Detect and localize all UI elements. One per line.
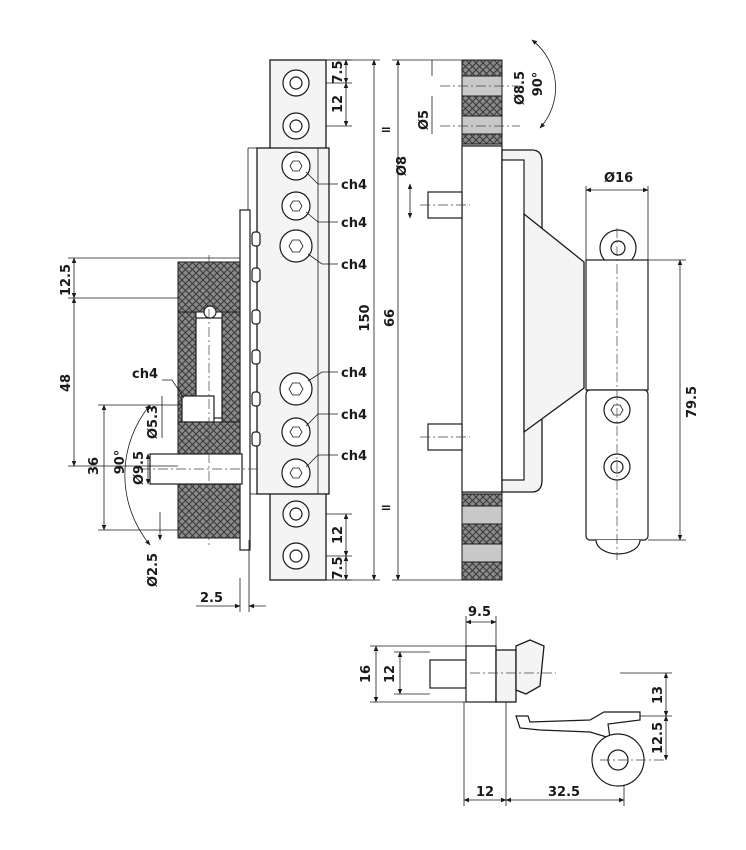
dia-8: Ø8 [395, 156, 410, 176]
dim-36: 36 [87, 457, 102, 475]
dim-79-5: 79.5 [685, 386, 700, 418]
left-section [68, 255, 266, 612]
front-view: ch4 ch4 ch4 ch4 ch4 ch4 7.5 12 12 7.5 15… [239, 59, 380, 581]
dim-12-5-bottom: 12.5 [651, 722, 666, 754]
plate-dims [326, 59, 380, 581]
dia-8-5: Ø8.5 [513, 71, 528, 105]
dim-150: 150 [358, 304, 373, 331]
dia-16: Ø16 [604, 171, 633, 186]
label-ch4-4: ch4 [341, 366, 367, 381]
angle-90-left: 90° [113, 450, 128, 475]
screw-holes [282, 69, 310, 570]
ch4-leaders [305, 171, 338, 468]
dim-16: 16 [359, 665, 374, 683]
label-ch4-3: ch4 [341, 258, 367, 273]
adjustment-screws [279, 151, 313, 488]
dim-12-side: 12 [383, 665, 398, 683]
eq-bottom: = [381, 501, 392, 516]
dim-32-5: 32.5 [548, 785, 580, 800]
dim-12-5-left: 12.5 [59, 264, 74, 296]
dia-2-5: Ø2.5 [146, 553, 161, 587]
label-ch4-1: ch4 [341, 178, 367, 193]
dim-2-5: 2.5 [200, 591, 223, 606]
dia-5-3: Ø5.3 [146, 405, 161, 439]
angle-90-right: 90° [531, 72, 546, 97]
barrel-view [585, 186, 686, 560]
dim-12-top: 12 [331, 95, 346, 113]
dim-13: 13 [651, 686, 666, 704]
dia-9-5: Ø9.5 [132, 451, 147, 485]
dim-9-5-bottom: 9.5 [468, 605, 491, 620]
dim-7-5-top: 7.5 [331, 60, 346, 83]
dim-66: 66 [383, 309, 398, 327]
top-view [370, 616, 672, 806]
dim-7-5-bottom: 7.5 [331, 556, 346, 579]
label-ch4-5: ch4 [341, 408, 367, 423]
dim-48: 48 [59, 374, 74, 392]
dim-12-base: 12 [476, 785, 494, 800]
label-ch4-left: ch4 [132, 367, 158, 382]
side-pins [251, 231, 261, 447]
eq-top: = [381, 123, 392, 138]
label-ch4-6: ch4 [341, 449, 367, 464]
dim-12-bottom: 12 [331, 526, 346, 544]
dia-5: Ø5 [417, 110, 432, 130]
side-section [392, 39, 585, 581]
label-ch4-2: ch4 [341, 216, 367, 231]
